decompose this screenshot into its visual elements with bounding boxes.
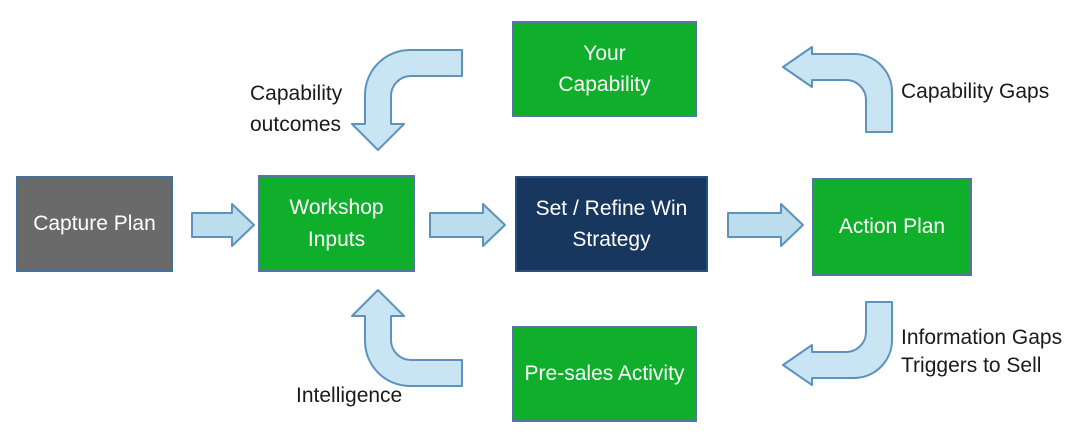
workshop-inputs-label-line1: Workshop [289,196,384,219]
capability-outcomes-line1: Capability [250,82,343,105]
elbow-arrow-capability-outcomes [351,49,463,151]
right-arrow-strategy-to-action [727,203,804,247]
set-refine-win-strategy-box: Set / Refine Win Strategy [515,176,708,272]
elbow-arrow-capability-gaps [782,46,893,133]
your-capability-label-line2: Capability [558,73,651,96]
action-plan-box: Action Plan [812,178,972,276]
capability-outcomes-label: Capability outcomes [250,78,342,140]
elbow-arrow-intelligence [351,289,463,387]
capture-plan-box: Capture Plan [16,176,173,272]
right-arrow-capture-to-workshop [191,203,255,247]
pre-sales-activity-label: Pre-sales Activity [524,362,685,386]
intelligence-label: Intelligence [296,384,403,407]
information-gaps-label: Information Gaps Triggers to Sell [901,324,1062,381]
elbow-arrow-information-gaps [782,301,893,386]
your-capability-label-line1: Your [583,41,626,65]
capability-gaps-label: Capability Gaps [901,80,1050,103]
right-arrow-workshop-to-strategy [429,203,506,247]
information-gaps-line2: Triggers to Sell [901,354,1042,378]
workshop-inputs-label-line2: Inputs [307,227,366,251]
set-refine-label-line1: Set / Refine Win [535,196,688,220]
capture-plan-label: Capture Plan [33,212,156,236]
capability-outcomes-line2: outcomes [250,113,342,137]
workshop-inputs-box: Workshop Inputs [258,175,415,272]
your-capability-box: Your Capability [512,21,697,117]
information-gaps-line1: Information Gaps [901,326,1063,349]
set-refine-label-line2: Strategy [572,228,651,251]
action-plan-label: Action Plan [838,215,946,239]
pre-sales-activity-box: Pre-sales Activity [512,326,697,422]
